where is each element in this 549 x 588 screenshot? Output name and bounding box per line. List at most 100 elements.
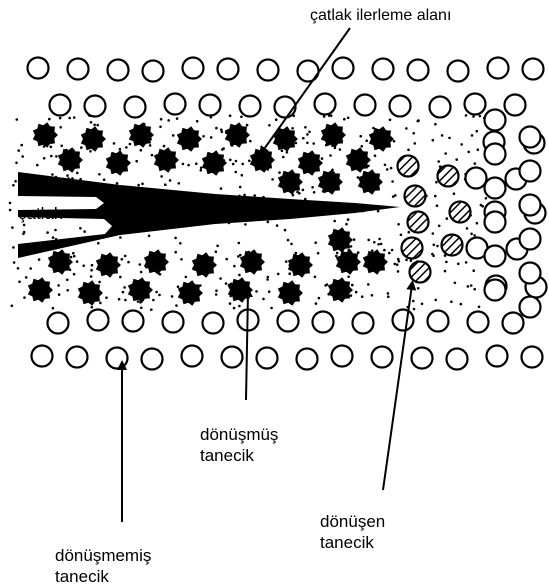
- stipple-dot: [23, 296, 26, 299]
- hatched-particle: [398, 156, 419, 177]
- stipple-dot: [302, 189, 305, 192]
- transformed-particle: [363, 249, 388, 275]
- stipple-dot: [149, 144, 152, 147]
- stipple-dot: [93, 124, 96, 127]
- stipple-dot: [324, 284, 327, 287]
- stipple-dot: [476, 130, 479, 133]
- stipple-dot: [58, 293, 61, 296]
- stipple-dot: [172, 134, 175, 137]
- stipple-dot: [243, 194, 246, 197]
- stipple-dot: [221, 131, 224, 134]
- stipple-dot: [105, 296, 108, 299]
- stipple-dot: [22, 233, 25, 236]
- hollow-particle: [183, 58, 204, 79]
- transformed-particle: [177, 126, 202, 152]
- stipple-dot: [50, 146, 53, 149]
- hollow-particle: [50, 95, 71, 116]
- hollow-particle: [200, 95, 221, 116]
- stipple-dot: [290, 243, 293, 246]
- stipple-dot: [485, 197, 488, 200]
- hollow-particle: [466, 168, 487, 189]
- stipple-dot: [210, 136, 213, 139]
- stipple-dot: [436, 204, 439, 207]
- stipple-dot: [436, 245, 439, 248]
- transformed-particle: [288, 252, 313, 278]
- hollow-particle: [125, 97, 146, 118]
- stipple-dot: [36, 164, 39, 167]
- hollow-particle: [520, 161, 541, 182]
- stipple-dot: [83, 230, 86, 233]
- stipple-dot: [412, 132, 415, 135]
- stipple-dot: [386, 168, 389, 171]
- stipple-dot: [413, 308, 416, 311]
- transformed-particle: [278, 169, 303, 195]
- stipple-dot: [470, 233, 473, 236]
- transforming-label-line-1: dönüşen: [320, 511, 385, 532]
- stipple-dot: [90, 121, 93, 124]
- stipple-dot: [414, 142, 417, 145]
- stipple-dot: [54, 229, 57, 232]
- hollow-particle: [278, 311, 299, 332]
- stipple-dot: [159, 126, 162, 129]
- stipple-dot: [371, 294, 374, 297]
- hollow-particle: [503, 313, 524, 334]
- stipple-dot: [275, 118, 278, 121]
- stipple-dot: [187, 164, 190, 167]
- hollow-particle: [485, 280, 506, 301]
- stipple-dot: [29, 267, 32, 270]
- stipple-dot: [387, 292, 390, 295]
- stipple-dot: [267, 221, 270, 224]
- stipple-dot: [268, 124, 271, 127]
- transformed-particle: [106, 150, 131, 176]
- transformed-particle: [321, 122, 346, 148]
- stipple-dot: [180, 258, 183, 261]
- stipple-dot: [99, 302, 102, 305]
- hollow-particle: [88, 310, 109, 331]
- stipple-dot: [472, 269, 475, 272]
- stipple-dot: [367, 239, 370, 242]
- stipple-dot: [321, 157, 324, 160]
- transformed-particle: [298, 150, 323, 176]
- transformed-particle: [202, 150, 227, 176]
- stipple-dot: [281, 149, 284, 152]
- stipple-dot: [304, 126, 307, 129]
- stipple-dot: [221, 148, 224, 151]
- stipple-dot: [139, 263, 142, 266]
- stipple-dot: [434, 123, 437, 126]
- hollow-particle: [107, 348, 128, 369]
- hollow-particle: [487, 346, 508, 367]
- hollow-particle: [355, 95, 376, 116]
- stipple-dot: [417, 120, 420, 123]
- stipple-dot: [355, 291, 358, 294]
- hollow-particle: [333, 58, 354, 79]
- stipple-dot: [219, 277, 222, 280]
- stipple-dot: [270, 307, 273, 310]
- stipple-dot: [450, 300, 453, 303]
- stipple-dot: [317, 252, 320, 255]
- stipple-dot: [335, 255, 338, 258]
- stipple-dot: [454, 282, 457, 285]
- stipple-dot: [229, 159, 232, 162]
- stipple-dot: [407, 149, 410, 152]
- stipple-dot: [234, 171, 237, 174]
- hollow-particle: [430, 97, 451, 118]
- stipple-dot: [9, 209, 12, 212]
- stipple-dot: [140, 271, 143, 274]
- transformed-particle: [358, 169, 383, 195]
- stipple-dot: [91, 264, 94, 267]
- stipple-dot: [176, 117, 179, 120]
- stipple-dot: [215, 127, 218, 130]
- stipple-dot: [474, 162, 477, 165]
- hollow-particle: [313, 312, 334, 333]
- stipple-dot: [148, 235, 151, 238]
- stipple-dot: [400, 234, 403, 237]
- stipple-dot: [308, 131, 311, 134]
- stipple-dot: [374, 154, 377, 157]
- stipple-dot: [397, 270, 400, 273]
- stipple-dot: [339, 148, 342, 151]
- stipple-dot: [12, 246, 15, 249]
- transformed-arrow: [246, 292, 248, 400]
- hollow-particle: [32, 346, 53, 367]
- stipple-dot: [43, 157, 46, 160]
- crack-label: çatlak: [18, 203, 62, 224]
